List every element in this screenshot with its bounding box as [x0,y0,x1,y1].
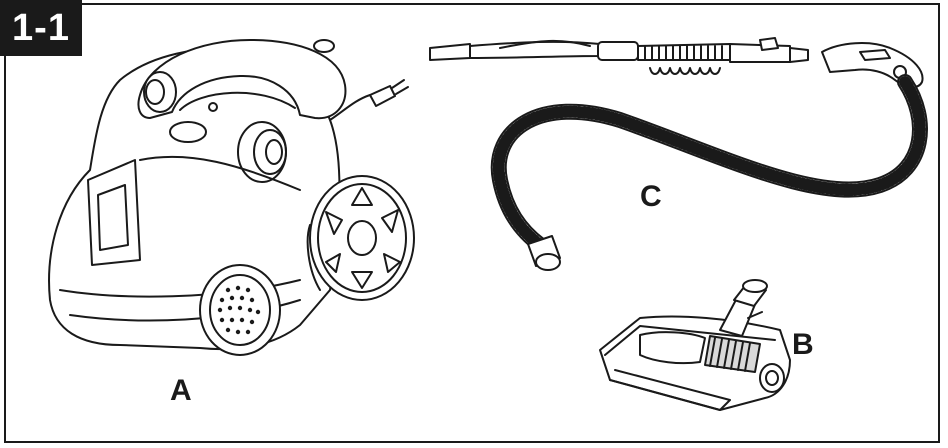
figure-number-tab: 1-1 [0,0,82,56]
canister-unit-drawing [48,39,415,356]
label-floor-nozzle: B [792,328,814,361]
figure-frame [4,3,940,443]
label-hose-and-wand: C [640,180,662,213]
hose-and-wand-drawing [429,37,928,271]
floor-nozzle-drawing [599,279,791,411]
label-canister-unit: A [170,374,192,407]
